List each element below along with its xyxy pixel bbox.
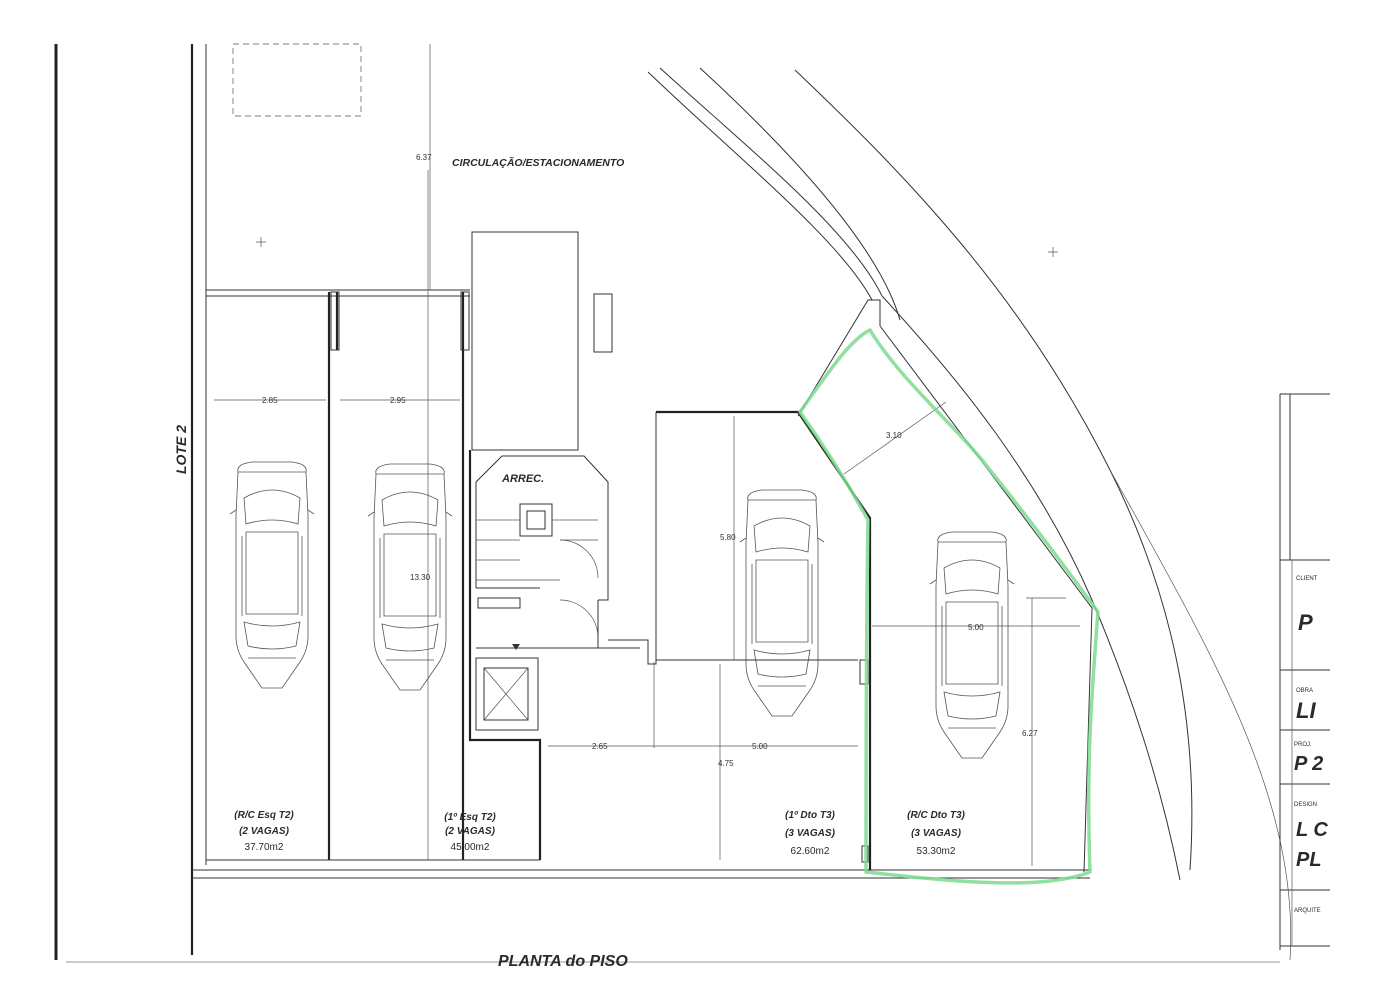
svg-text:53.30m2: 53.30m2 [917, 846, 956, 857]
title-design-label: DESIGN [1294, 802, 1317, 808]
space-caption-4: (R/C Dto T3) (3 VAGAS) 53.30m2 [907, 810, 965, 857]
dim-1330: 13.30 [410, 573, 431, 582]
svg-text:(3 VAGAS): (3 VAGAS) [785, 828, 835, 839]
circulation-label: CIRCULAÇÃO/ESTACIONAMENTO [452, 156, 624, 169]
title-design-value-2: PL [1296, 849, 1322, 871]
space-caption-3: (1º Dto T3) (3 VAGAS) 62.60m2 [785, 810, 835, 857]
svg-text:45.00m2: 45.00m2 [451, 842, 490, 853]
dim-500b: 5.00 [752, 742, 768, 751]
title-obra-value: LI [1296, 698, 1316, 723]
road-curves [647, 67, 1292, 961]
title-block: CLIENT P OBRA LI PROJ. P 2 DESIGN L C PL… [1279, 393, 1330, 950]
title-cliente-value: P [1298, 610, 1313, 635]
svg-text:(2 VAGAS): (2 VAGAS) [445, 826, 495, 837]
title-obra-label: OBRA [1296, 688, 1313, 694]
dim-627: 6.27 [1022, 729, 1038, 738]
dimension-lines [214, 170, 1066, 866]
car-4 [929, 531, 1015, 759]
parking-stall-walls [206, 291, 540, 861]
space-caption-1: (R/C Esq T2) (2 VAGAS) 37.70m2 [234, 810, 294, 853]
dim-500a: 5.00 [968, 623, 984, 632]
dim-310: 3.10 [886, 431, 902, 440]
svg-text:(R/C Esq T2): (R/C Esq T2) [234, 810, 294, 821]
plan-title: PLANTA do PISO [498, 953, 628, 970]
title-cliente-label: CLIENT [1296, 576, 1318, 582]
dim-285: 2.85 [262, 396, 278, 405]
title-proj-value: P 2 [1294, 753, 1323, 775]
svg-text:(R/C Dto T3): (R/C Dto T3) [907, 810, 965, 821]
dim-265: 2.65 [592, 742, 608, 751]
dim-295: 2.95 [390, 396, 406, 405]
title-proj-label: PROJ. [1294, 742, 1312, 748]
space-caption-2: (1º Esq T2) (2 VAGAS) 45.00m2 [444, 812, 496, 853]
title-design-value-1: L C [1296, 819, 1328, 841]
svg-text:(2 VAGAS): (2 VAGAS) [239, 826, 289, 837]
svg-text:(1º Dto T3): (1º Dto T3) [785, 810, 835, 821]
right-parking-area [655, 299, 1093, 873]
arrec-label: ARREC. [501, 473, 544, 485]
car-3 [739, 489, 825, 717]
title-arquitecto-label: ARQUITE [1294, 908, 1321, 914]
dim-475: 4.75 [718, 759, 734, 768]
svg-text:(3 VAGAS): (3 VAGAS) [911, 828, 961, 839]
svg-text:62.60m2: 62.60m2 [791, 846, 830, 857]
lote-label: LOTE 2 [173, 425, 189, 474]
survey-marks [256, 237, 1058, 257]
svg-text:(1º Esq T2): (1º Esq T2) [444, 812, 496, 823]
dim-580: 5.80 [720, 533, 736, 542]
dim-637: 6.37 [416, 153, 432, 162]
central-core [468, 231, 858, 860]
highlighted-space-outline [798, 328, 1100, 885]
car-1 [229, 461, 315, 689]
svg-text:37.70m2: 37.70m2 [245, 842, 284, 853]
